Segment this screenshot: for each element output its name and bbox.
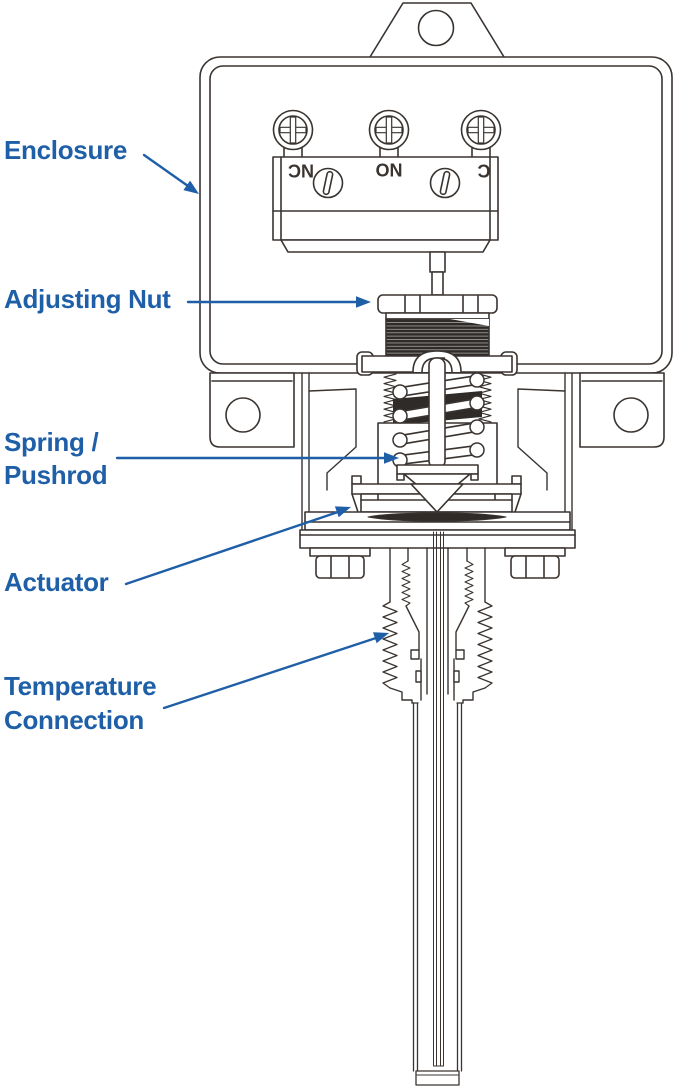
hex-bolt-right bbox=[510, 555, 560, 579]
adjusting-nut-label-text: Adjusting Nut bbox=[4, 284, 171, 314]
leader-enclosure bbox=[142, 153, 199, 194]
probe-tube bbox=[411, 702, 464, 1086]
mounting-hole-top bbox=[417, 9, 455, 47]
actuator-label-text: Actuator bbox=[4, 567, 109, 597]
switch-screw-1 bbox=[272, 109, 314, 151]
mounting-plate bbox=[299, 529, 576, 579]
adjusting-nut-label: Adjusting Nut bbox=[4, 283, 171, 316]
mounting-hole-left bbox=[225, 397, 261, 433]
temperature-connection bbox=[382, 547, 493, 704]
terminal-label-nc: NC bbox=[288, 161, 314, 181]
leader-adjusting-nut bbox=[186, 296, 371, 308]
temperature-connection-label-line1: Temperature bbox=[4, 671, 157, 701]
spring-pushrod-label-line2: Pushrod bbox=[4, 460, 108, 490]
probe-end-cap bbox=[415, 1070, 460, 1086]
actuator-assembly bbox=[304, 475, 571, 531]
terminal-screw-right bbox=[429, 167, 461, 199]
terminal-label-c: C bbox=[478, 161, 491, 181]
threaded-bushing bbox=[385, 318, 490, 357]
leader-temperature-connection bbox=[162, 632, 389, 710]
diaphragm bbox=[367, 512, 507, 522]
pushrod bbox=[396, 357, 479, 503]
adjusting-nut bbox=[377, 294, 498, 320]
temperature-connection-label: Temperature Connection bbox=[4, 669, 157, 737]
terminal-screw-left bbox=[312, 167, 344, 199]
switch-screw-3 bbox=[460, 109, 502, 151]
support-bracket bbox=[301, 372, 573, 531]
mounting-ear-left bbox=[209, 372, 295, 448]
spring-pushrod-label-line1: Spring / bbox=[4, 427, 99, 457]
spring-pushrod-label: Spring / Pushrod bbox=[4, 426, 108, 492]
terminal-label-no: NO bbox=[376, 160, 403, 180]
leader-spring-pushrod bbox=[115, 452, 399, 464]
thread-strips bbox=[383, 373, 492, 423]
leader-actuator bbox=[124, 506, 351, 586]
mounting-hole-right bbox=[613, 397, 649, 433]
hex-bolt-left bbox=[315, 555, 365, 579]
mounting-tab bbox=[369, 2, 505, 58]
enclosure-label: Enclosure bbox=[4, 134, 127, 167]
switch-block: NC NO C bbox=[272, 109, 502, 253]
actuator-label: Actuator bbox=[4, 566, 109, 599]
leader-lines bbox=[115, 153, 399, 710]
temperature-connection-label-line2: Connection bbox=[4, 705, 144, 735]
mounting-ear-right bbox=[579, 372, 665, 448]
sensing-stem bbox=[433, 531, 444, 1067]
enclosure-label-text: Enclosure bbox=[4, 135, 128, 165]
switch-screw-2 bbox=[368, 109, 410, 151]
adjusting-stem bbox=[429, 251, 446, 296]
